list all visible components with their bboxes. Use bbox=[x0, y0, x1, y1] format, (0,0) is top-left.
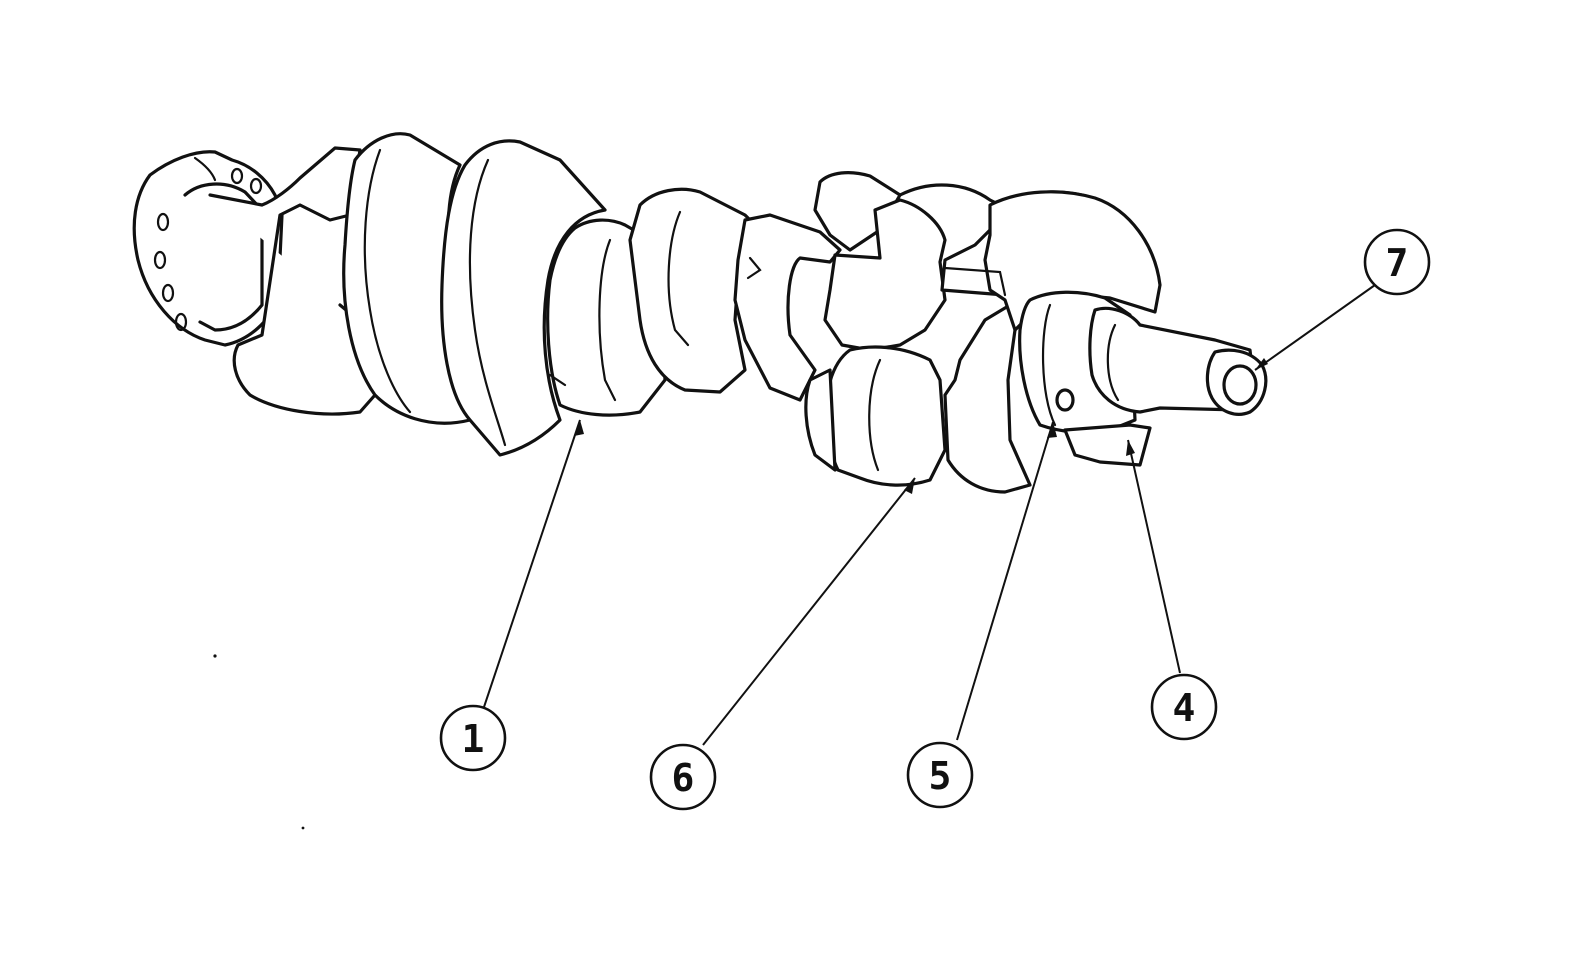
scan-speck bbox=[213, 654, 217, 658]
front-counterweight bbox=[898, 183, 1162, 494]
leader-1 bbox=[483, 419, 581, 708]
callout-number: 4 bbox=[1173, 686, 1196, 730]
leader-4 bbox=[1127, 439, 1181, 674]
callout-circle bbox=[439, 704, 507, 772]
callout-circle bbox=[649, 743, 717, 811]
scan-speck bbox=[301, 826, 305, 830]
crankshaft-drawing bbox=[132, 132, 1268, 494]
callout-circle bbox=[906, 741, 974, 809]
callout-number: 5 bbox=[929, 754, 952, 798]
center-crank-throws bbox=[628, 171, 947, 487]
callout-4: 4 bbox=[1150, 673, 1218, 741]
callout-6: 6 bbox=[649, 743, 717, 811]
callout-1: 1 bbox=[439, 704, 507, 772]
callout-7: 7 bbox=[1363, 228, 1431, 296]
callout-circle bbox=[1363, 228, 1431, 296]
front-journal-and-snout bbox=[1018, 290, 1268, 467]
leader-5 bbox=[956, 421, 1054, 741]
callout-5: 5 bbox=[906, 741, 974, 809]
left-counterweights bbox=[208, 132, 607, 457]
callout-number: 7 bbox=[1386, 241, 1409, 285]
rear-flange bbox=[132, 150, 284, 347]
leader-lines bbox=[483, 284, 1376, 746]
leader-6 bbox=[702, 477, 916, 746]
callout-number: 6 bbox=[672, 756, 695, 800]
callout-number: 1 bbox=[462, 717, 485, 761]
leader-7 bbox=[1254, 284, 1376, 371]
callout-circle bbox=[1150, 673, 1218, 741]
